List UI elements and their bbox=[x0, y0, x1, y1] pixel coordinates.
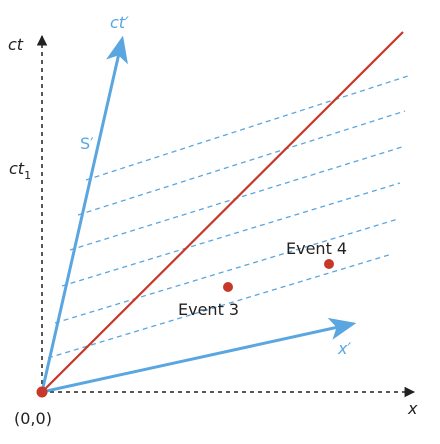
origin-dot bbox=[36, 386, 48, 398]
x-prime-axis-label: x′ bbox=[337, 339, 351, 358]
event-3-label: Event 3 bbox=[178, 300, 239, 319]
event-4-label: Event 4 bbox=[286, 239, 347, 258]
simultaneity-line bbox=[77, 110, 406, 216]
frame-label: S′ bbox=[80, 134, 94, 153]
ct1-main: ct bbox=[9, 159, 25, 178]
ct-axis-label: ct bbox=[8, 35, 24, 54]
origin-label: (0,0) bbox=[14, 409, 52, 428]
ct1-label: ct1 bbox=[9, 159, 31, 182]
x-prime-axis bbox=[41, 317, 357, 394]
x-axis-label: x bbox=[407, 399, 418, 418]
simultaneity-line bbox=[61, 182, 401, 287]
ct-prime-axis-label: ct′ bbox=[110, 13, 129, 32]
simultaneity-lines bbox=[47, 75, 409, 359]
simultaneity-line bbox=[54, 218, 399, 324]
simultaneity-line bbox=[85, 75, 409, 181]
event-3-dot bbox=[223, 282, 233, 292]
light-line bbox=[41, 31, 404, 393]
simultaneity-line bbox=[47, 253, 393, 359]
event-4-dot bbox=[324, 259, 334, 269]
ct1-subscript: 1 bbox=[24, 169, 31, 182]
ct-prime-axis bbox=[40, 35, 128, 393]
